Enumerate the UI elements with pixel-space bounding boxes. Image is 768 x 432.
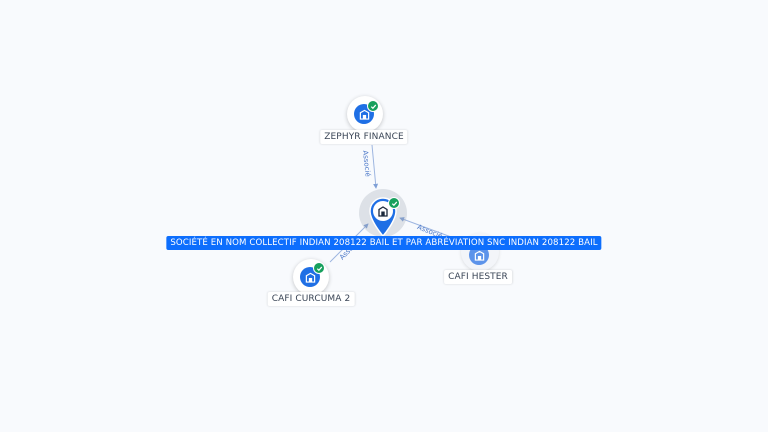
node-cafi-curcuma-2[interactable] bbox=[293, 259, 329, 295]
node-cafi-hester-core bbox=[469, 245, 489, 265]
node-label-cafi-hester: CAFI HESTER bbox=[444, 270, 512, 284]
verified-check-icon bbox=[367, 100, 379, 112]
verified-check-icon bbox=[388, 197, 400, 209]
node-label-cafi-curcuma-2: CAFI CURCUMA 2 bbox=[267, 292, 355, 306]
building-icon bbox=[378, 206, 388, 217]
building-icon bbox=[359, 109, 369, 120]
node-label-zephyr-finance: ZEPHYR FINANCE bbox=[320, 130, 408, 144]
building-icon bbox=[305, 272, 315, 283]
building-icon bbox=[474, 250, 484, 261]
verified-check-icon bbox=[313, 262, 325, 274]
center-node-label[interactable]: SOCIÉTÉ EN NOM COLLECTIF INDIAN 208122 B… bbox=[166, 236, 602, 250]
node-zephyr-finance[interactable] bbox=[347, 96, 383, 132]
edge-zephyr-to-center[interactable] bbox=[371, 144, 379, 189]
